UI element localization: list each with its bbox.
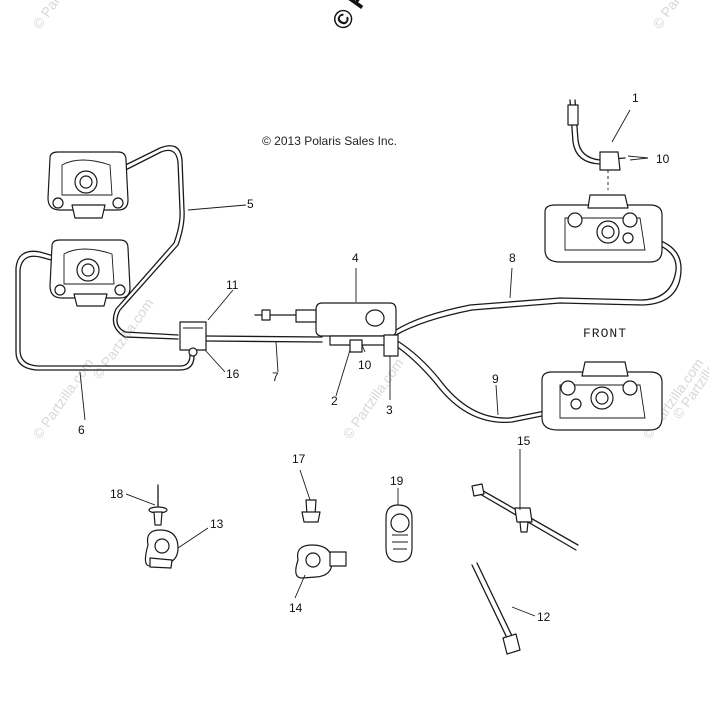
caliper-upper-right [544, 151, 663, 263]
callout-2: 2 [331, 394, 338, 408]
part-19-clip [385, 504, 413, 563]
caliper-lower-left [49, 239, 131, 307]
callout-6: 6 [78, 423, 85, 437]
front-label: FRONT [583, 326, 627, 341]
part-15-cable-tie [471, 483, 579, 551]
part-12-cable-tie [471, 562, 521, 655]
part-13-clamp [144, 529, 179, 569]
part-17-bolt [301, 499, 321, 523]
copyright-text: © 2013 Polaris Sales Inc. [262, 134, 397, 148]
watermark-4: © Partzilla.com [339, 355, 406, 441]
callout-9: 9 [492, 372, 499, 386]
watermark-6: © Partzilla.com [89, 295, 156, 381]
watermark-1: © Partzilla.com [29, 0, 96, 32]
callout-1: 1 [632, 91, 639, 105]
callout-12: 12 [537, 610, 551, 624]
callout-7: 7 [272, 370, 279, 384]
callout-8: 8 [509, 251, 516, 265]
watermark-2: © Partzilla.com [649, 0, 709, 32]
callout-4: 4 [352, 251, 359, 265]
junction-block [179, 321, 207, 357]
callout-18: 18 [110, 487, 124, 501]
callout-3: 3 [386, 403, 393, 417]
callout-17: 17 [292, 452, 306, 466]
master-cylinder [254, 302, 399, 357]
top-copyright-mark: © Pa [325, 0, 383, 35]
callout-19: 19 [390, 474, 404, 488]
caliper-upper-left [47, 151, 129, 219]
callout-5: 5 [247, 197, 254, 211]
part-14-clamp [295, 544, 347, 579]
callout-15: 15 [517, 434, 531, 448]
callout-11: 11 [226, 278, 239, 292]
watermark-3: © Partzilla.com [29, 355, 96, 441]
callout-10-left: 10 [358, 358, 372, 372]
callout-numbers: 1 2 3 4 5 6 7 8 9 10 10 11 12 13 14 15 1… [78, 91, 670, 624]
brake-lines [15, 99, 682, 423]
callout-14: 14 [289, 601, 303, 615]
callout-13: 13 [210, 517, 224, 531]
part-18-rivet [148, 484, 168, 526]
leader-lines [79, 109, 649, 617]
caliper-lower-right [541, 361, 663, 431]
callout-10-right: 10 [656, 152, 670, 166]
callout-16: 16 [226, 367, 240, 381]
